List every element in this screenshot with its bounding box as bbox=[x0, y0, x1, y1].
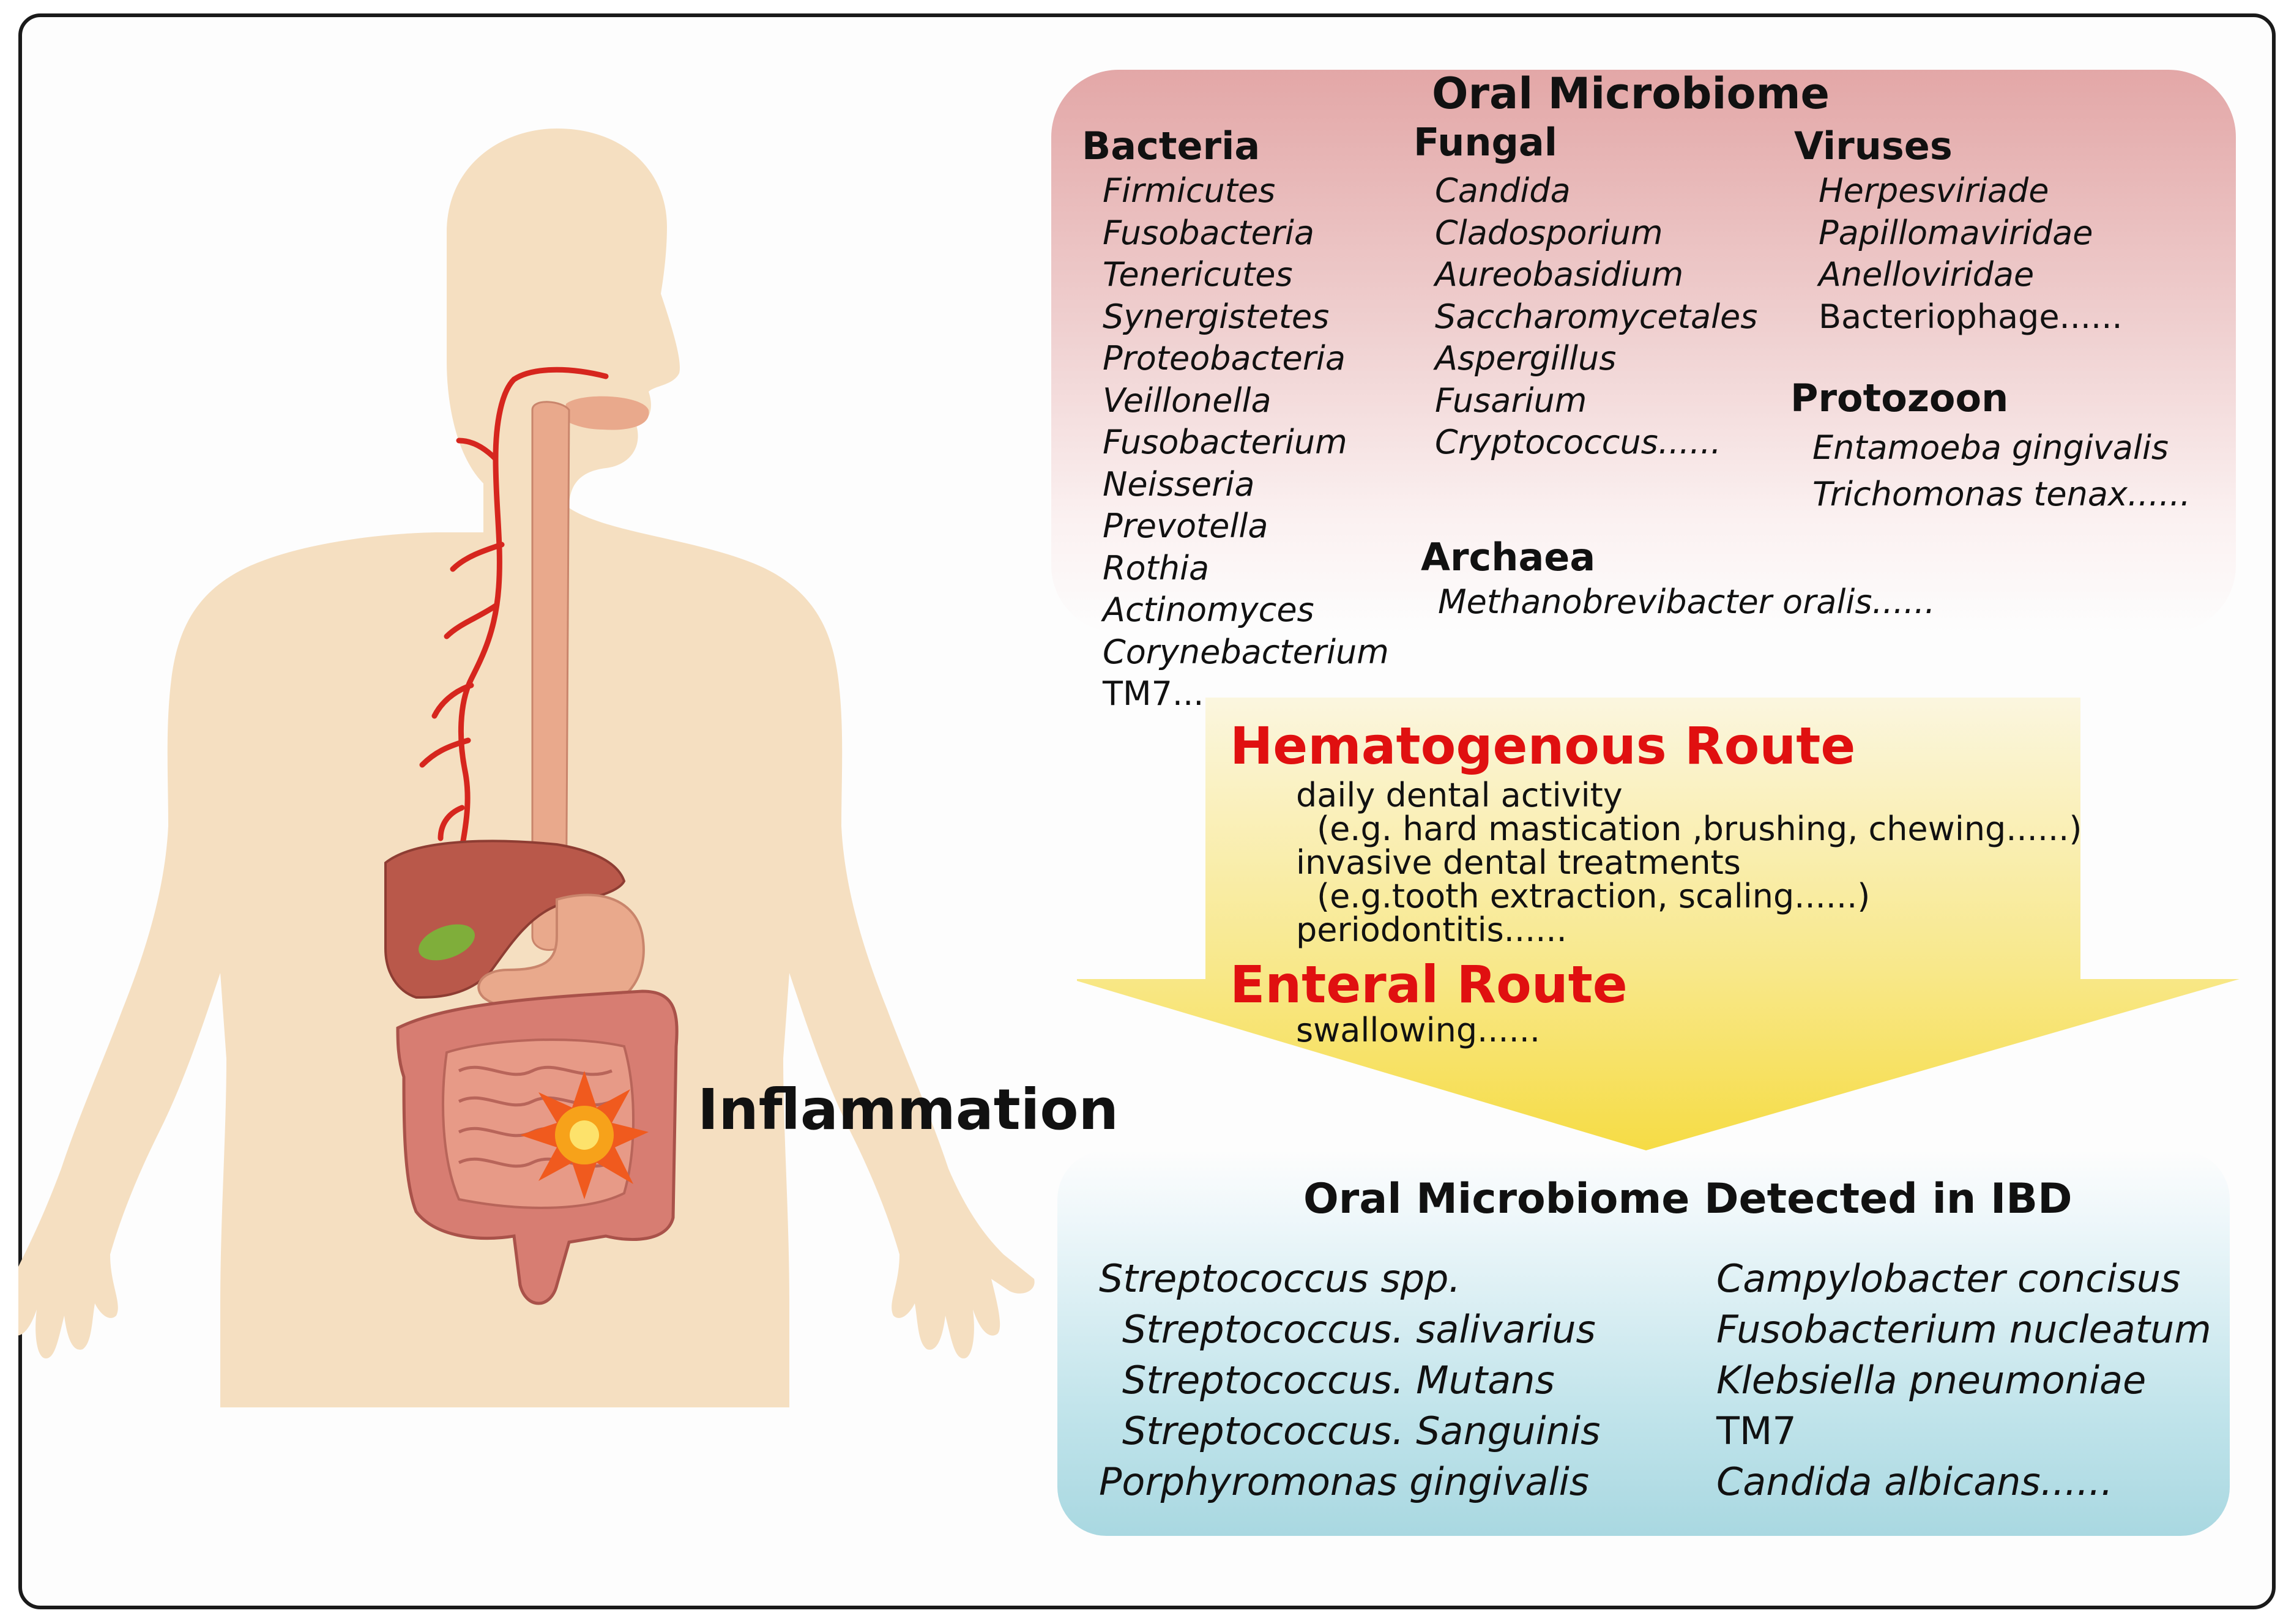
blood-vessel-icon bbox=[419, 367, 609, 866]
digestive-tract-icon bbox=[384, 396, 679, 1305]
fungal-item: Aureobasidium bbox=[1435, 255, 1684, 294]
fungal-item: Cryptococcus...... bbox=[1435, 423, 1721, 461]
gallbladder bbox=[419, 924, 475, 961]
route-line: daily dental activity bbox=[1296, 776, 1623, 814]
bacteria-item: Corynebacterium bbox=[1103, 632, 1389, 671]
ibd-item: Streptococcus. Mutans bbox=[1122, 1358, 1555, 1402]
protozoon-item: Entamoeba gingivalis bbox=[1812, 428, 2169, 467]
fungal-item: Aspergillus bbox=[1435, 339, 1617, 378]
bacteria-item: Neisseria bbox=[1103, 464, 1255, 504]
bacteria-item: Veillonella bbox=[1103, 381, 1272, 420]
viruses-item: Papillomaviridae bbox=[1819, 213, 2093, 252]
ibd-item: Streptococcus. Sanguinis bbox=[1122, 1409, 1601, 1453]
fungal-item: Saccharomycetales bbox=[1435, 297, 1758, 336]
protozoon-list: Entamoeba gingivalis Trichomonas tenax..… bbox=[1812, 425, 2191, 518]
bacteria-item: Actinomyces bbox=[1103, 590, 1314, 629]
inflammation-label: Inflammation bbox=[698, 1077, 1119, 1142]
viruses-item: Bacteriophage...... bbox=[1819, 297, 2123, 336]
fungal-item: Candida bbox=[1435, 171, 1571, 210]
bacteria-item: Prevotella bbox=[1103, 507, 1268, 545]
protozoon-item: Trichomonas tenax...... bbox=[1812, 475, 2191, 513]
bacteria-item: Firmicutes bbox=[1103, 171, 1276, 210]
ibd-item: Fusobacterium nucleatum bbox=[1716, 1307, 2211, 1352]
hematogenous-route-heading: Hematogenous Route bbox=[1230, 716, 1856, 776]
body-silhouette-icon bbox=[18, 129, 1035, 1407]
bacteria-item: Rothia bbox=[1103, 548, 1210, 587]
ibd-left-list: Streptococcus spp. Streptococcus. saliva… bbox=[1099, 1253, 1600, 1507]
route-line: swallowing...... bbox=[1296, 1011, 1541, 1049]
bacteria-heading: Bacteria bbox=[1082, 124, 1261, 168]
fungal-item: Fusarium bbox=[1435, 381, 1587, 420]
fungal-heading: Fungal bbox=[1413, 120, 1558, 165]
protozoon-heading: Protozoon bbox=[1790, 376, 2009, 420]
inflammation-burst-icon bbox=[520, 1071, 649, 1199]
ibd-item: Candida albicans...... bbox=[1716, 1459, 2113, 1504]
viruses-heading: Viruses bbox=[1794, 124, 1953, 168]
ibd-title: Oral Microbiome Detected in IBD bbox=[1303, 1175, 2072, 1223]
fungal-item: Cladosporium bbox=[1435, 213, 1663, 252]
route-line: invasive dental treatments bbox=[1296, 843, 1741, 882]
ibd-right-list: Campylobacter concisus Fusobacterium nuc… bbox=[1716, 1253, 2211, 1507]
route-line: (e.g. hard mastication ,brushing, chewin… bbox=[1317, 810, 2082, 848]
route-arrow-icon bbox=[1077, 698, 2240, 1150]
archaea-heading: Archaea bbox=[1421, 535, 1596, 579]
enteral-route-heading: Enteral Route bbox=[1230, 955, 1628, 1015]
archaea-item: Methanobrevibacter oralis...... bbox=[1438, 583, 1935, 621]
hematogenous-route-text: daily dental activity (e.g. hard mastica… bbox=[1296, 778, 2082, 947]
enteral-route-text: swallowing...... bbox=[1296, 1013, 1540, 1047]
route-line: (e.g.tooth extraction, scaling......) bbox=[1317, 877, 1871, 915]
oral-microbiome-box bbox=[1051, 70, 2236, 633]
bacteria-item: Proteobacteria bbox=[1103, 339, 1346, 378]
viruses-list: Herpesviriade Papillomaviridae Anellovir… bbox=[1819, 170, 2123, 338]
fungal-list: Candida Cladosporium Aureobasidium Sacch… bbox=[1435, 170, 1757, 464]
viruses-item: Herpesviriade bbox=[1819, 171, 2049, 210]
archaea-list: Methanobrevibacter oralis...... bbox=[1438, 581, 1935, 624]
ibd-box bbox=[1057, 1150, 2230, 1536]
ibd-item: Streptococcus. salivarius bbox=[1122, 1307, 1596, 1352]
bacteria-item: Tenericutes bbox=[1103, 255, 1293, 294]
ibd-item: Streptococcus spp. bbox=[1099, 1256, 1461, 1301]
bacteria-item: Fusobacterium bbox=[1103, 423, 1347, 461]
ibd-item: Campylobacter concisus bbox=[1716, 1256, 2181, 1301]
bacteria-item: Fusobacteria bbox=[1103, 213, 1315, 252]
body-silhouette bbox=[18, 129, 1035, 1407]
bacteria-item: Synergistetes bbox=[1103, 297, 1330, 336]
oral-microbiome-title: Oral Microbiome bbox=[1432, 69, 1830, 119]
ibd-item: Porphyromonas gingivalis bbox=[1099, 1459, 1590, 1504]
viruses-item: Anelloviridae bbox=[1819, 255, 2035, 294]
bacteria-list: Firmicutes Fusobacteria Tenericutes Syne… bbox=[1103, 170, 1389, 715]
route-line: periodontitis...... bbox=[1296, 911, 1567, 949]
ibd-item: TM7 bbox=[1716, 1409, 1797, 1453]
ibd-item: Klebsiella pneumoniae bbox=[1716, 1358, 2147, 1402]
